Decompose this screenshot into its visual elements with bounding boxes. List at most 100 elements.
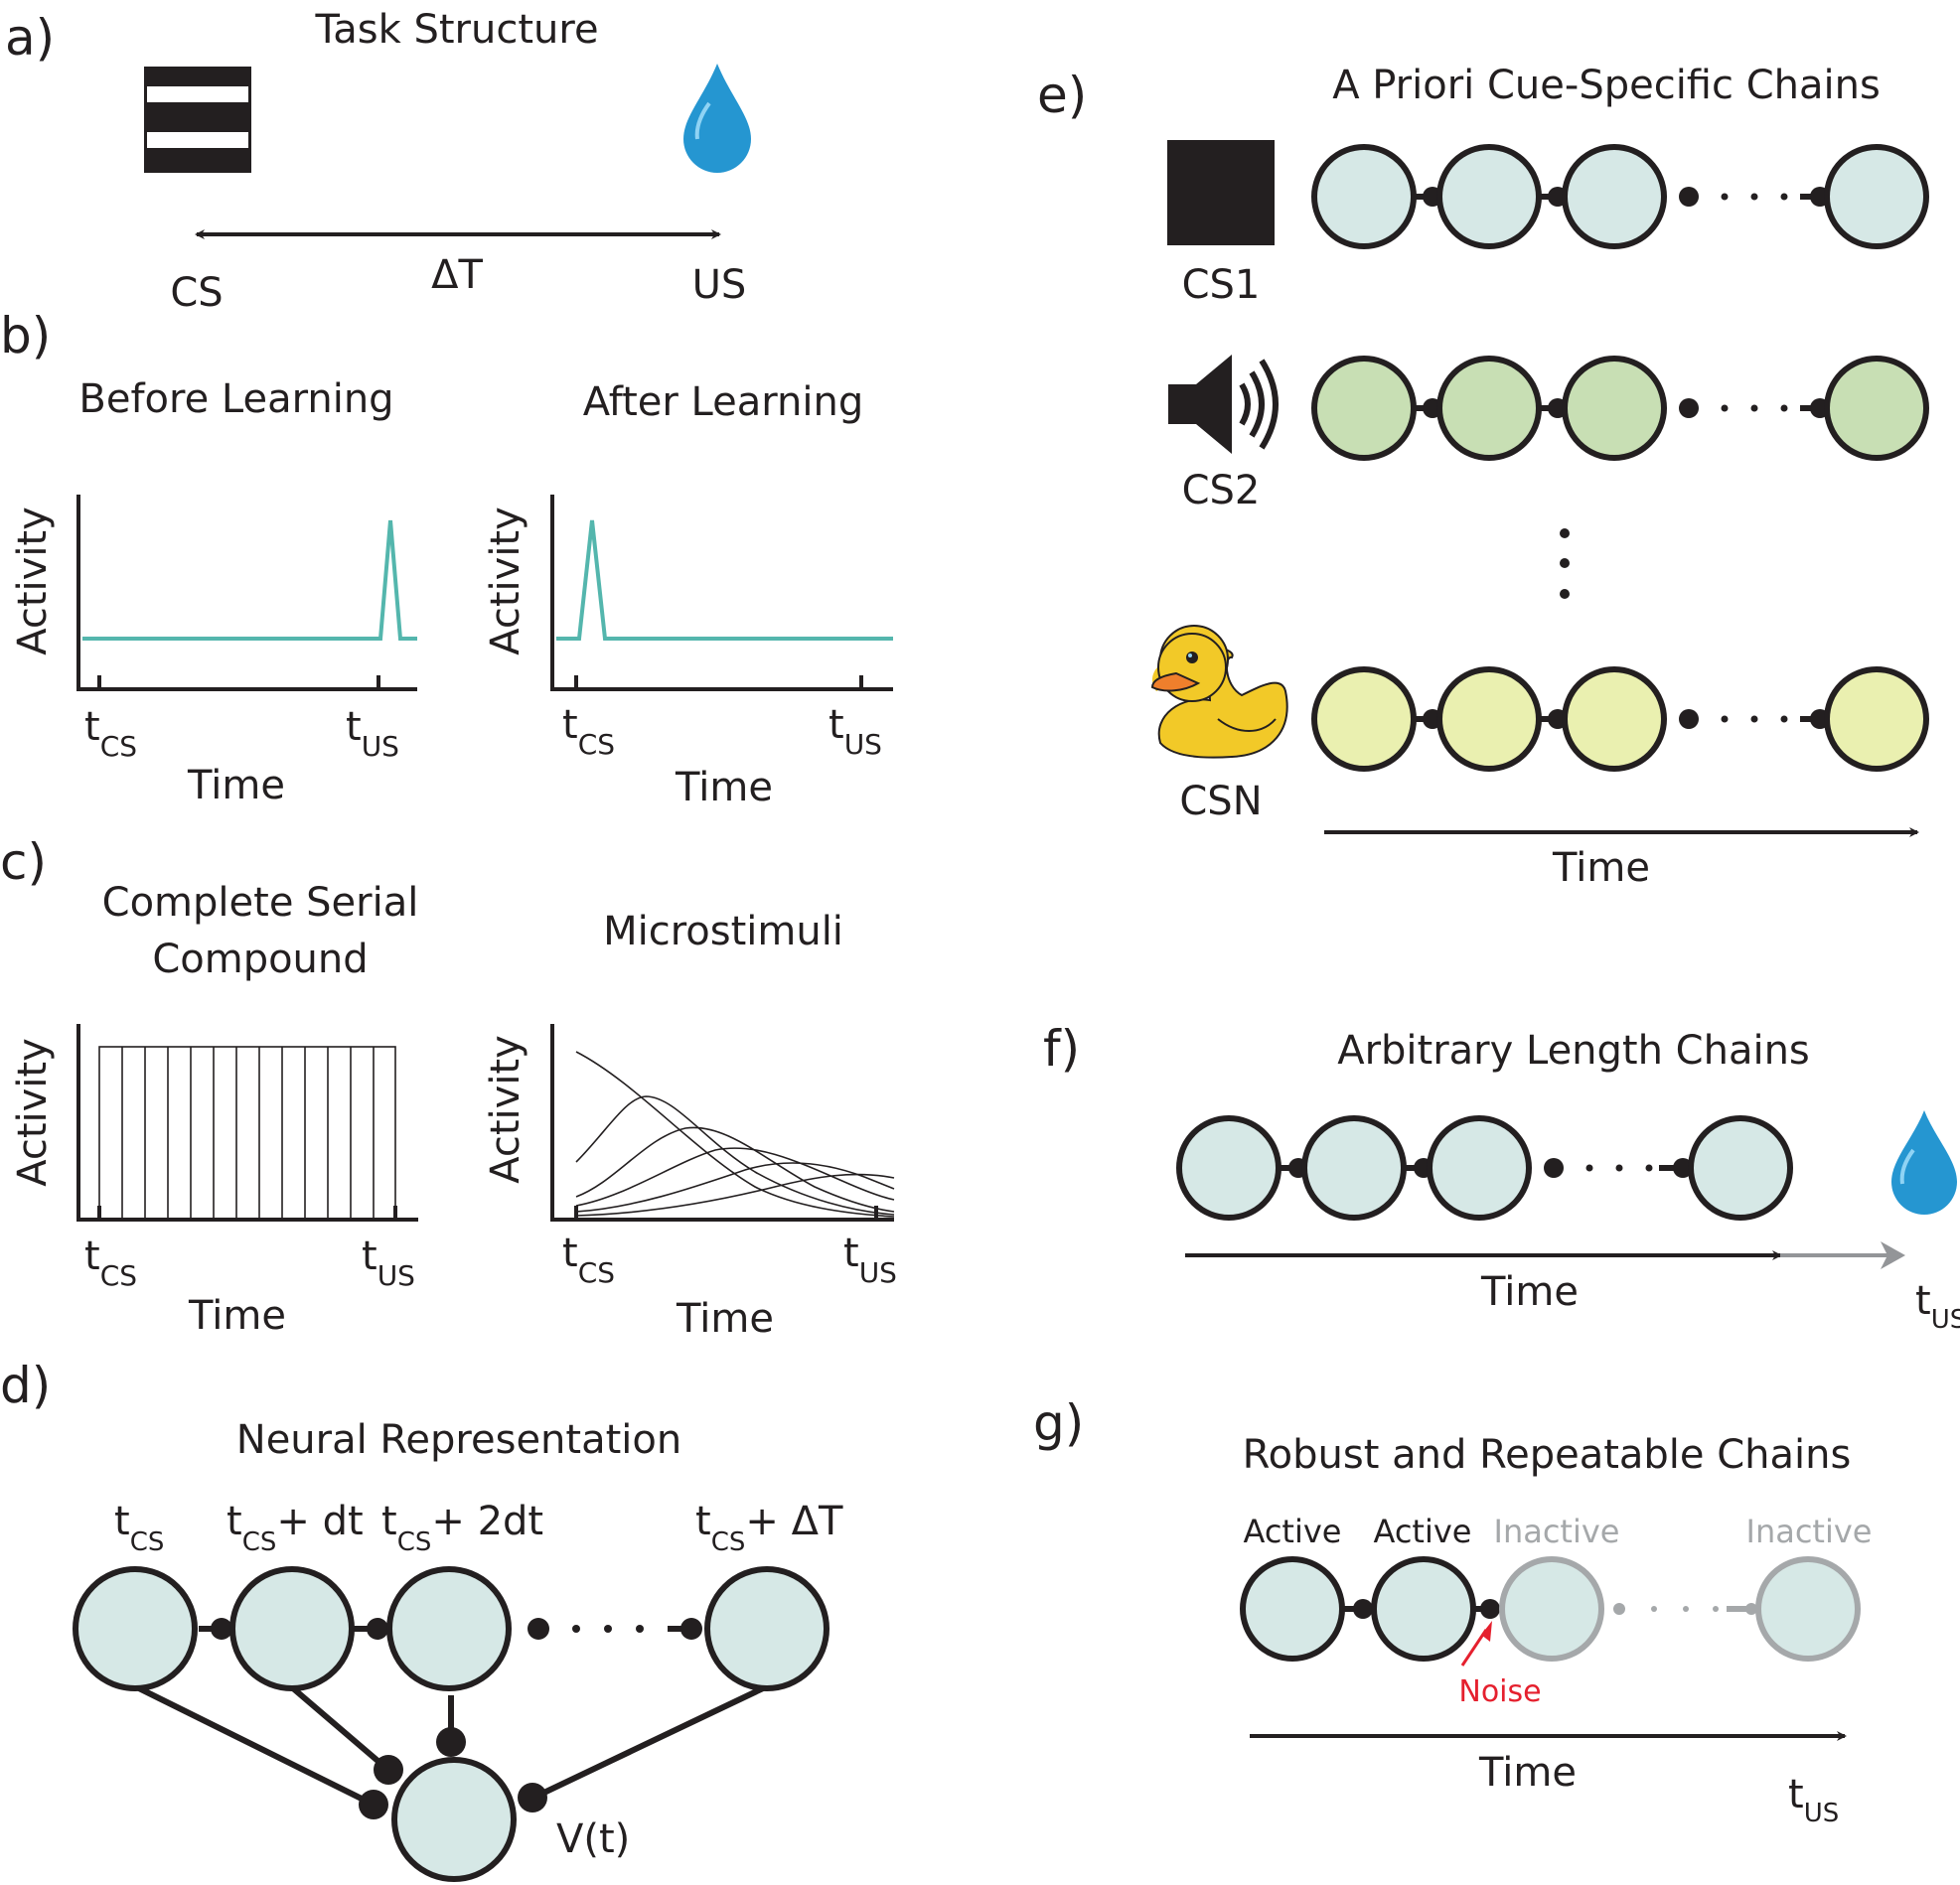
panel-c: c) Complete Serial Compound Microstimuli [0, 833, 897, 1342]
panel-f: f) Arbitrary Length Chains Time tUS [1043, 1020, 1960, 1335]
x-axis-label: Time [675, 765, 773, 810]
active-node [1240, 1556, 1345, 1662]
output-node [391, 1757, 517, 1882]
water-drop-icon [683, 64, 751, 173]
chain-node [1824, 666, 1929, 772]
before-learning-title: Before Learning [78, 376, 393, 422]
csc-title-line2: Compound [152, 937, 368, 982]
x-axis-label: Time [676, 1296, 774, 1342]
ellipsis-dots [572, 1625, 644, 1633]
panel-g: g) Robust and Repeatable Chains Active A… [1033, 1394, 1872, 1828]
y-axis-label: Activity [483, 1035, 528, 1184]
panel-e-title: A Priori Cue-Specific Chains [1332, 63, 1881, 108]
chain-node [1562, 356, 1667, 461]
chain-node [1301, 1115, 1407, 1221]
neural-chain [73, 1566, 829, 1691]
time-label: Time [1552, 845, 1650, 891]
chain-node [73, 1566, 198, 1691]
panel-b-letter: b) [0, 307, 51, 364]
panel-a: a) Task Structure CS ΔT US [5, 7, 751, 316]
cs-label: CS [170, 270, 223, 316]
node-label-tcs-dt: tCS+ dt [226, 1499, 364, 1557]
speaker-icon [1168, 355, 1279, 454]
delta-t-label: ΔT [431, 252, 483, 298]
panel-f-title: Arbitrary Length Chains [1337, 1028, 1810, 1074]
chain-node [1311, 356, 1417, 461]
cs2-chain [1311, 356, 1929, 461]
vertical-ellipsis [1560, 528, 1570, 599]
chain-node [1176, 1115, 1282, 1221]
chain-node [1562, 144, 1667, 249]
inactive-node [1755, 1556, 1861, 1662]
chain-node [1436, 666, 1542, 772]
t-us-label: tUS [1915, 1278, 1960, 1335]
activity-trace [556, 519, 893, 641]
microstimuli-plot: Activity Time tCS tUS [483, 1024, 897, 1342]
chain-node [386, 1566, 512, 1691]
chain-node [1436, 144, 1542, 249]
inactive-label: Inactive [1494, 1513, 1620, 1550]
time-label: Time [1480, 1269, 1579, 1315]
chain-node [1436, 356, 1542, 461]
t-cs-label: tCS [84, 1233, 137, 1292]
cs1-label: CS1 [1182, 262, 1261, 308]
panel-d-letter: d) [0, 1357, 51, 1414]
y-axis-label: Activity [10, 507, 56, 655]
water-drop-icon [1891, 1110, 1957, 1215]
node-label-tcs-delta: tCS+ ΔT [695, 1499, 843, 1557]
t-us-label: tUS [1788, 1772, 1839, 1828]
time-label: Time [1478, 1750, 1577, 1796]
t-cs-label: tCS [562, 1231, 615, 1289]
csn-chain [1311, 666, 1929, 772]
before-learning-plot: Activity Time tCS tUS [10, 495, 417, 808]
after-learning-title: After Learning [583, 379, 863, 425]
activity-trace [82, 519, 417, 641]
chain-node [1824, 144, 1929, 249]
cs2-label: CS2 [1182, 468, 1261, 513]
inactive-label: Inactive [1746, 1513, 1873, 1550]
t-cs-label: tCS [84, 704, 137, 763]
output-label: V(t) [556, 1816, 630, 1862]
panel-c-letter: c) [0, 833, 47, 891]
t-us-label: tUS [362, 1233, 415, 1292]
panel-g-title: Robust and Repeatable Chains [1243, 1432, 1852, 1478]
panel-e-letter: e) [1037, 67, 1087, 124]
t-us-label: tUS [346, 704, 399, 763]
x-axis-label: Time [188, 1293, 286, 1339]
node-label-tcs: tCS [114, 1499, 164, 1557]
panel-g-letter: g) [1033, 1394, 1084, 1452]
t-cs-label: tCS [562, 702, 615, 761]
chain-node [1427, 1115, 1532, 1221]
chain-node [1311, 144, 1417, 249]
chain-node [1311, 666, 1417, 772]
rubber-duck-icon [1150, 625, 1288, 759]
square-cue-icon [1167, 140, 1275, 245]
chain-node [1562, 666, 1667, 772]
noise-arrow [1460, 1621, 1492, 1667]
y-axis-label: Activity [483, 507, 528, 655]
active-label: Active [1374, 1513, 1472, 1550]
chain-node [704, 1566, 829, 1691]
panel-a-letter: a) [5, 9, 55, 67]
panel-a-title: Task Structure [314, 7, 598, 53]
us-label: US [692, 262, 747, 308]
microstimuli-title: Microstimuli [603, 909, 843, 954]
microstimulus-curves [575, 1051, 895, 1218]
output-projections [137, 1685, 765, 1819]
chain-node [1688, 1115, 1793, 1221]
panel-d: d) Neural Representation tCS tCS+ dt tCS… [0, 1357, 843, 1882]
after-learning-plot: Activity Time tCS tUS [483, 495, 893, 810]
inactive-node [1499, 1556, 1604, 1662]
active-node [1371, 1556, 1476, 1662]
x-axis-label: Time [187, 763, 285, 808]
cs1-chain [1311, 144, 1929, 249]
csc-bars [98, 1046, 396, 1221]
active-label: Active [1244, 1513, 1342, 1550]
striped-cue-icon [144, 67, 251, 173]
panel-d-title: Neural Representation [236, 1417, 681, 1463]
t-us-label: tUS [843, 1231, 897, 1289]
t-us-label: tUS [829, 702, 882, 761]
csc-plot: Activity Time tCS tUS [10, 1024, 418, 1339]
node-label-tcs-2dt: tCS+ 2dt [381, 1499, 543, 1557]
